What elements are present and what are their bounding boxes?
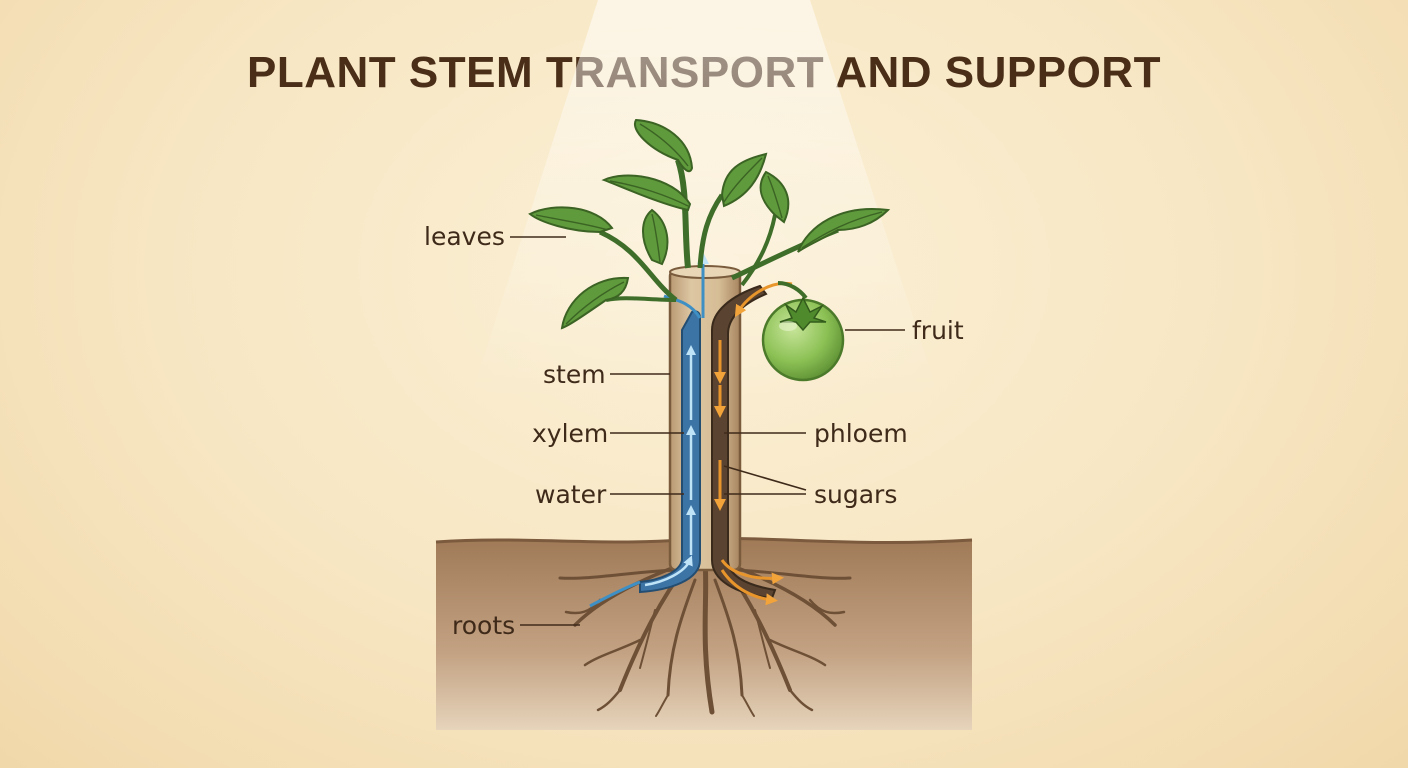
leaves-group xyxy=(528,118,891,330)
label-water: water xyxy=(535,480,607,509)
label-leaves: leaves xyxy=(424,222,505,251)
label-xylem: xylem xyxy=(532,419,608,448)
fruit-tomato xyxy=(761,296,845,382)
label-fruit: fruit xyxy=(912,316,964,345)
phloem-channel xyxy=(711,284,777,600)
xylem-channel xyxy=(639,310,701,594)
label-stem: stem xyxy=(543,360,606,389)
label-sugars: sugars xyxy=(814,480,897,509)
sugar-flow-arrows xyxy=(714,281,793,606)
label-phloem: phloem xyxy=(814,419,908,448)
leader-lines xyxy=(510,236,905,626)
label-roots: roots xyxy=(452,611,515,640)
water-flow-arrows xyxy=(589,252,709,608)
